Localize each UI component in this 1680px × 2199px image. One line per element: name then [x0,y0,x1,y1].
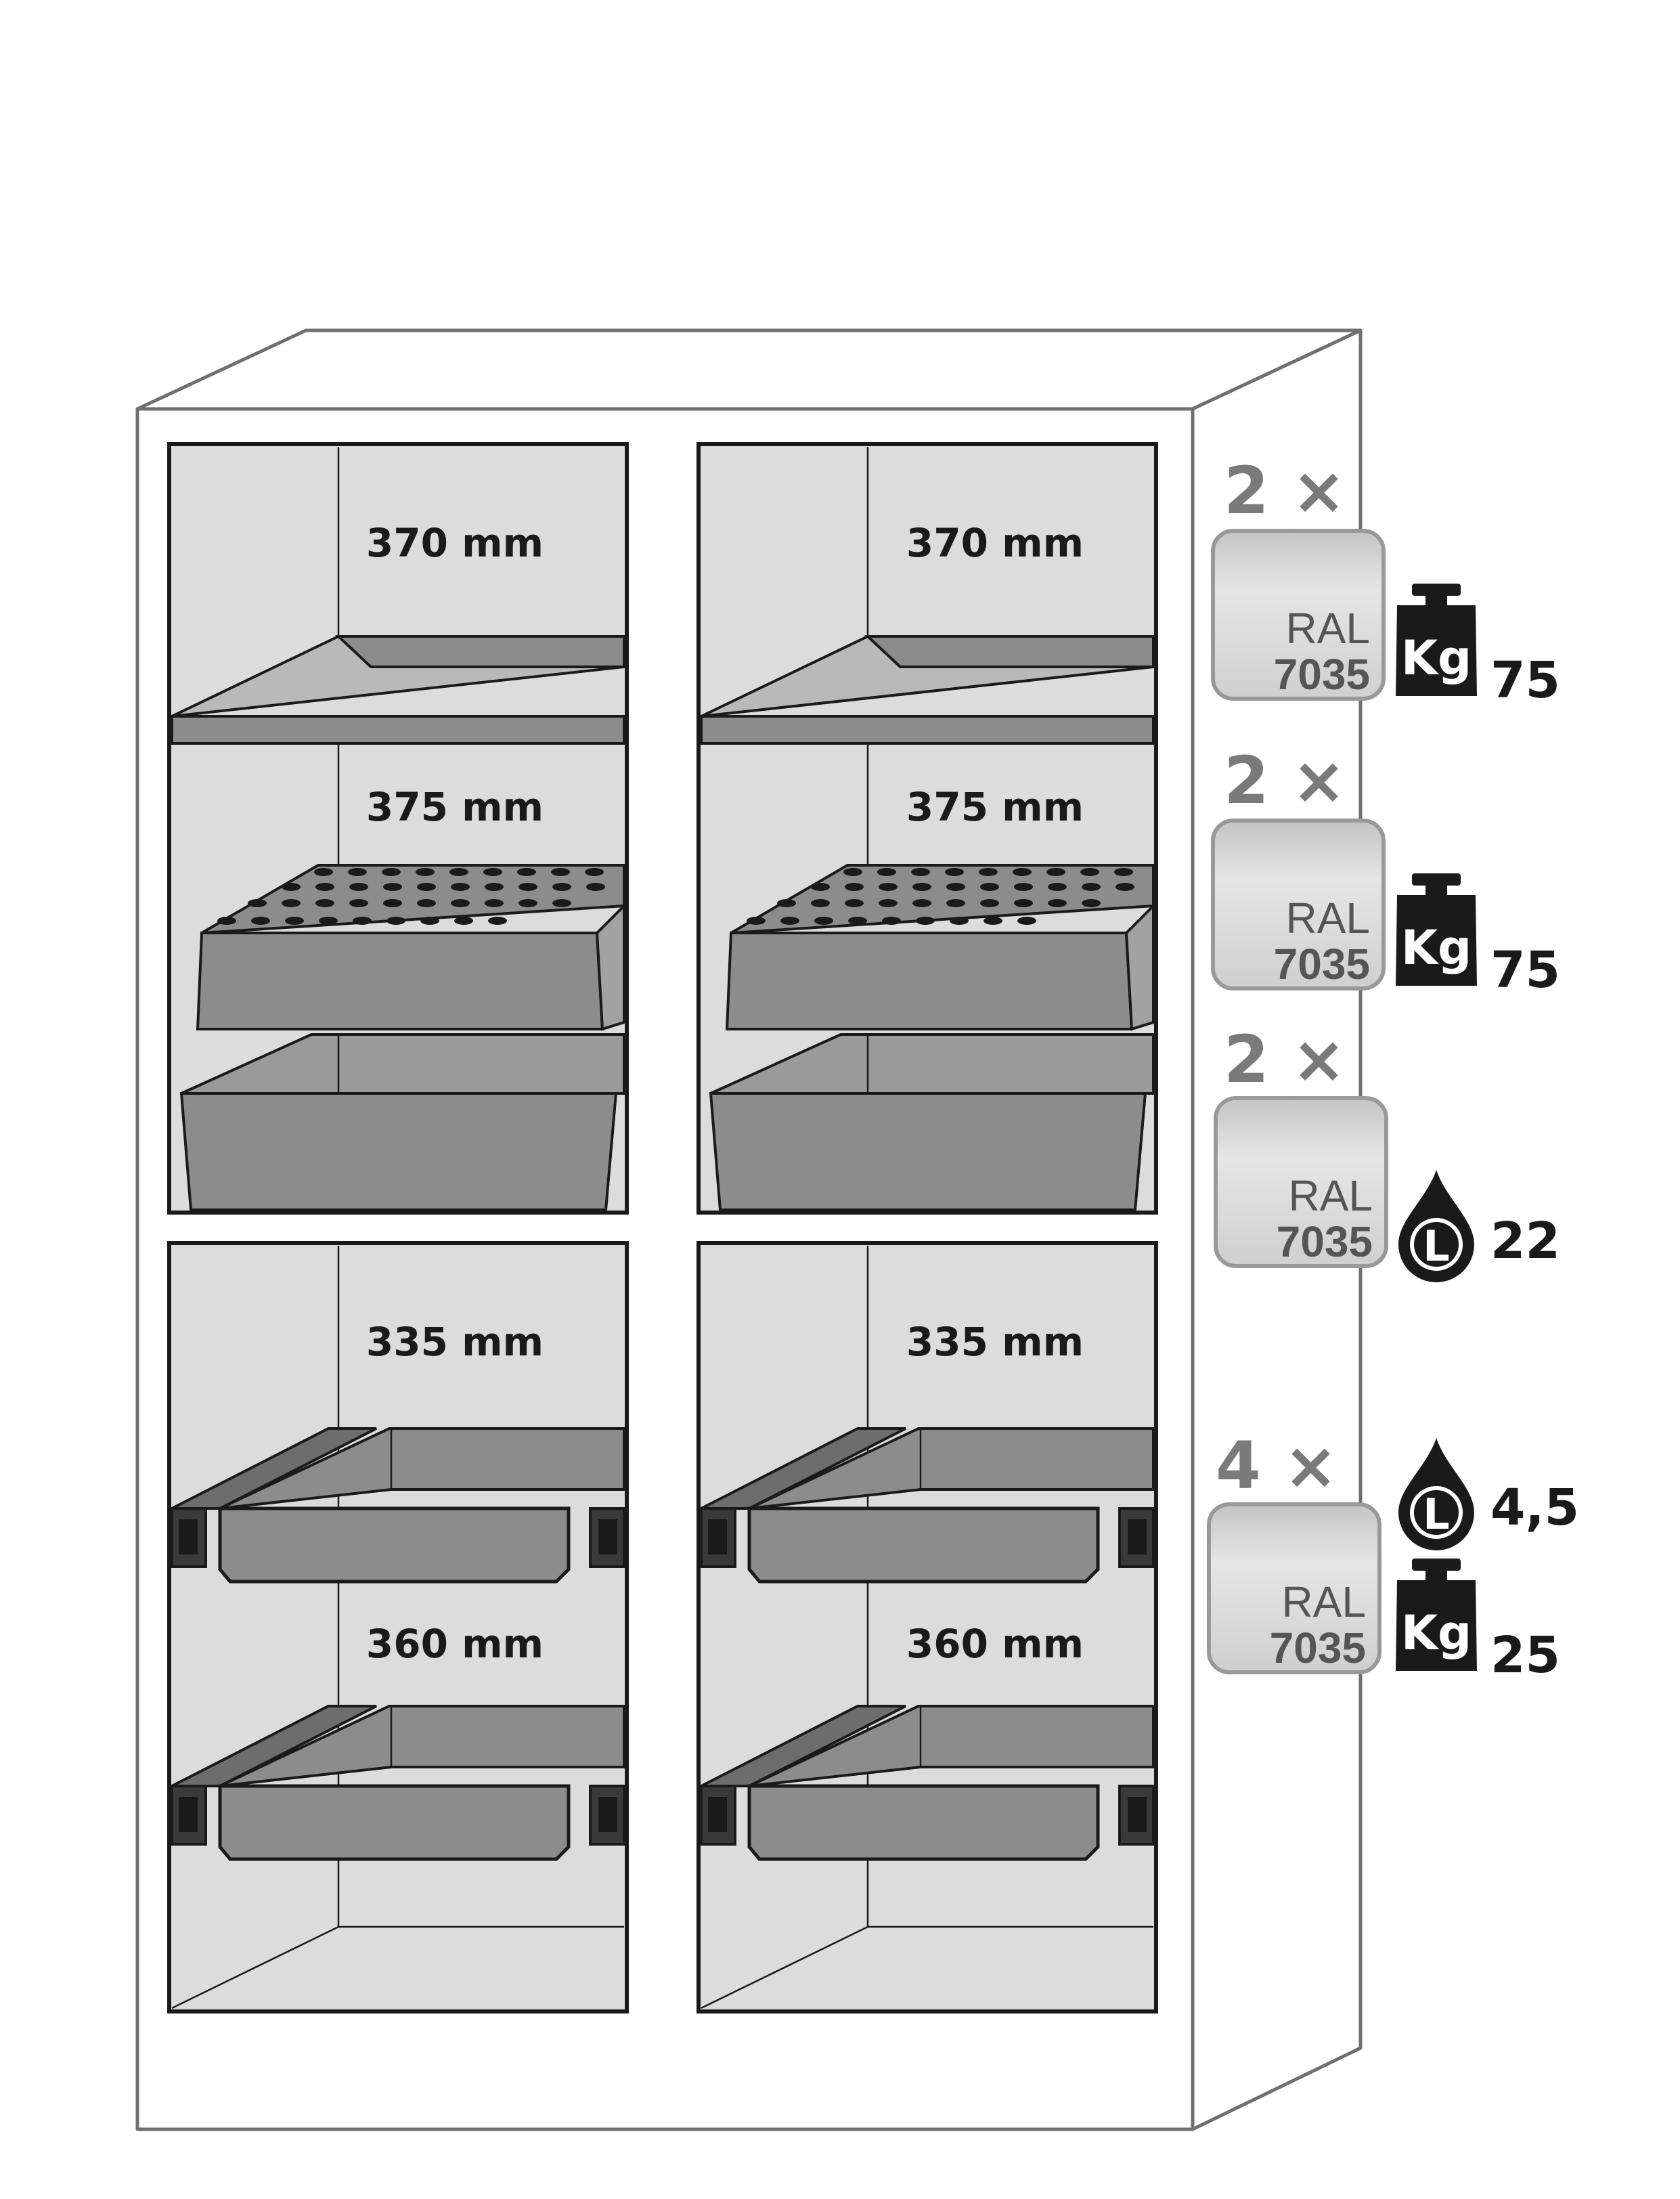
ral-label: RAL [1282,1577,1367,1626]
compartment-interior [697,1241,1158,2013]
max-load-value: 75 [1490,651,1560,710]
spec-shelf: 2 × RAL 7035 Kg 75 [1211,453,1560,710]
drawer-runner-bracket [708,1797,727,1832]
capacity-value: 22 [1490,1212,1560,1270]
quantity-label: 2 × [1224,453,1346,529]
shelf-tray-front [171,715,625,745]
max-load-value: 75 [1490,941,1560,999]
pull-out-drawer [171,1427,625,1584]
shelf-height-label: 375 mm [906,784,1084,830]
drawer-runner-bracket [1128,1519,1147,1554]
ral-code: 7035 [1270,1624,1366,1672]
pull-out-drawer [700,1427,1155,1584]
perforated-insert-top [200,864,625,934]
perforated-insert-front [196,932,604,1030]
perforated-insert-front [725,932,1134,1030]
shelf-height-label: 375 mm [366,784,544,830]
compartments [167,442,1158,2013]
compartment-lower-right [697,1241,1158,2013]
sump-tray-front [709,1092,1147,1211]
ral-color-swatch [1207,1502,1381,1674]
spec-drawer: 4 × RAL 7035 L 4,5 Kg 25 [1207,1428,1579,1684]
drawer-runner-bracket [179,1519,198,1554]
quantity-label: 2 × [1224,743,1346,819]
max-load-value: 25 [1490,1626,1560,1684]
sump-tray-front [179,1092,618,1211]
svg-text:Kg: Kg [1401,920,1472,976]
perforated-insert-top [730,864,1155,934]
weight-icon: Kg [1396,873,1477,986]
svg-text:Kg: Kg [1401,1605,1472,1661]
drawer-front [747,1506,1100,1584]
perforated-insert-side [595,902,625,1031]
shelf-tray-lip [864,635,1155,668]
spec-perforated-insert: 2 × RAL 7035 Kg 75 [1211,743,1560,999]
shelf-height-label: 370 mm [906,520,1084,566]
quantity-label: 2 × [1224,1022,1346,1097]
drop-icon: L [1398,1170,1474,1282]
compartment-upper-right [697,442,1158,1215]
compartment-upper-left [167,442,629,1215]
compartment-lower-left [167,1241,629,2013]
pull-out-drawer [171,1705,625,1861]
dimension-labels: 370 mm 375 mm 370 mm 375 mm 335 mm 360 m… [366,520,1084,1667]
drawer-runner-bracket [598,1797,617,1832]
ral-code: 7035 [1274,650,1370,699]
ral-color-swatch [1211,529,1386,701]
drawer-inner [749,1705,1155,1787]
floor-edge [171,1925,624,2009]
svg-text:L: L [1423,1221,1450,1271]
svg-text:Kg: Kg [1401,630,1472,686]
ral-code: 7035 [1274,940,1370,988]
floor-edge [701,1925,1153,2009]
drawer-front [218,1784,571,1861]
compartment-interior [167,1241,629,2013]
shelf-tray-front [700,715,1155,745]
drawer-runner-bracket [179,1797,198,1832]
drawer-height-label: 360 mm [906,1621,1084,1667]
drawer-front [747,1784,1100,1861]
ral-color-swatch [1211,819,1386,990]
cabinet-top [135,328,1363,411]
ral-code: 7035 [1277,1217,1373,1266]
ral-color-swatch [1214,1096,1388,1268]
drawer-front [218,1506,571,1584]
drawer-runner-bracket [1128,1797,1147,1832]
ral-label: RAL [1286,894,1371,942]
weight-icon: Kg [1396,1559,1477,1671]
svg-text:L: L [1423,1489,1450,1539]
weight-icon: Kg [1396,584,1477,696]
capacity-value: 4,5 [1490,1479,1579,1537]
drawer-height-label: 360 mm [366,1621,544,1667]
drop-icon: L [1398,1438,1474,1550]
pull-out-drawer [700,1705,1155,1861]
drawer-inner [749,1427,1155,1510]
ral-label: RAL [1289,1171,1373,1220]
drawer-inner [219,1705,625,1787]
spec-legend: 2 × RAL 7035 Kg 75 2 × RAL 7035 Kg [1207,453,1579,1684]
drawer-runner-bracket [708,1519,727,1554]
drawer-runner-bracket [598,1519,617,1554]
shelf-height-label: 370 mm [366,520,544,566]
drawer-height-label: 335 mm [906,1319,1084,1365]
drawer-inner [219,1427,625,1510]
perforated-insert-side [1124,902,1155,1031]
drawer-height-label: 335 mm [366,1319,544,1365]
spec-sump: 2 × RAL 7035 L 22 [1214,1022,1560,1282]
perforated-insert-holes [217,868,605,925]
quantity-label: 4 × [1216,1428,1338,1504]
ral-label: RAL [1286,604,1371,653]
perforated-insert-holes [747,868,1134,925]
shelf-tray-lip [334,635,625,668]
